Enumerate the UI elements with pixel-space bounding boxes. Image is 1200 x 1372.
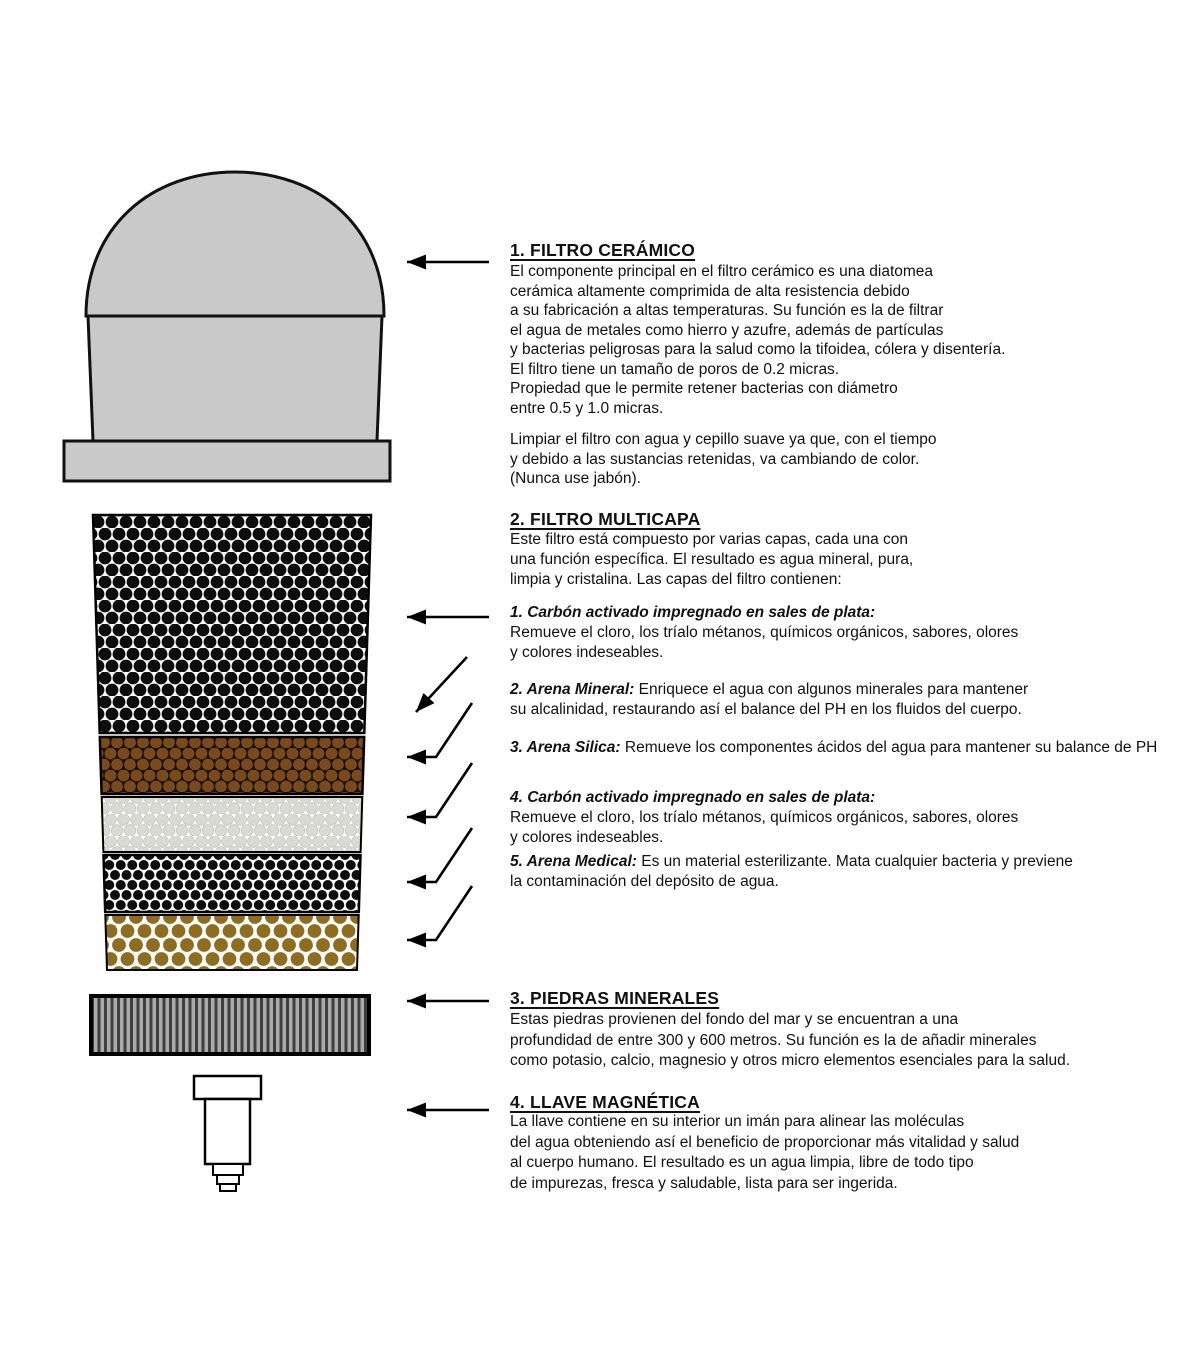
layer-arena-silica [100,796,364,853]
ceramic-paragraph-1: El componente principal en el filtro cer… [510,263,1006,417]
ceramic-filter-illustration [62,170,392,483]
section-title-piedras: 3. PIEDRAS MINERALES [510,988,720,1008]
layer-item-4-label: 4. Carbón activado impregnado en sales d… [510,789,876,806]
ceramic-body [86,314,384,443]
layer-arena-mineral [98,735,366,796]
tap-thread [216,1174,240,1185]
layer-arena-medical [104,914,360,971]
layer-item-1-label: 1. Carbón activado impregnado en sales d… [510,604,876,621]
layer-item-1-text: Remueve el cloro, los tríalo métanos, qu… [510,624,1019,661]
layer-carbon-top [91,513,373,735]
arrow-layer-silica [407,762,474,825]
tap-tip [219,1183,237,1192]
arrow-layer-carbon-bottom [407,827,474,890]
tap-body [203,1097,252,1166]
arrow-layer-brown [407,702,474,765]
multilayer-filter-illustration [91,513,373,971]
multicapa-intro: Este filtro está compuesto por varias ca… [510,531,914,588]
layer-item-carbon-1: 1. Carbón activado impregnado en sales d… [510,603,1200,663]
layer-item-5-text: Es un material esterilizante. Mata cualq… [510,853,1073,890]
layer-carbon-bottom [102,853,362,914]
layer-item-3-text: Remueve los componentes ácidos del agua … [624,739,1158,756]
llave-paragraph: La llave contiene en su interior un imán… [510,1113,1020,1192]
layer-item-2-label: 2. Arena Mineral: [510,681,635,698]
layer-item-arena-medical: 5. Arena Medical: Es un material esteril… [510,852,1200,892]
layer-item-3-label: 3. Arena Silica: [510,739,621,756]
piedras-paragraph: Estas piedras provienen del fondo del ma… [510,1011,1070,1069]
tap-flange [192,1074,263,1101]
layer-item-5-label: 5. Arena Medical: [510,853,637,870]
arrow-layer-medical [407,885,474,948]
magnetic-tap-illustration [192,1074,263,1192]
section-title-llave: 4. LLAVE MAGNÉTICA [510,1092,700,1112]
layer-item-arena-silica: 3. Arena Silica: Remueve los componentes… [510,738,1200,758]
ceramic-dome [84,170,386,318]
tap-neck [212,1163,244,1176]
layer-item-2-text: Enriquece el agua con algunos minerales … [510,681,1029,718]
arrow-arena-mineral-diagonal [415,656,468,713]
mineral-stones-illustration [89,994,371,1056]
layer-item-arena-mineral: 2. Arena Mineral: Enriquece el agua con … [510,680,1200,720]
layer-item-carbon-2: 4. Carbón activado impregnado en sales d… [510,788,1200,848]
section-title-ceramic: 1. FILTRO CERÁMICO [510,240,696,260]
ceramic-base [62,439,392,483]
layer-item-4-text: Remueve el cloro, los tríalo métanos, qu… [510,809,1019,846]
section-title-multicapa: 2. FILTRO MULTICAPA [510,509,701,529]
ceramic-paragraph-2: Limpiar el filtro con agua y cepillo sua… [510,431,937,487]
